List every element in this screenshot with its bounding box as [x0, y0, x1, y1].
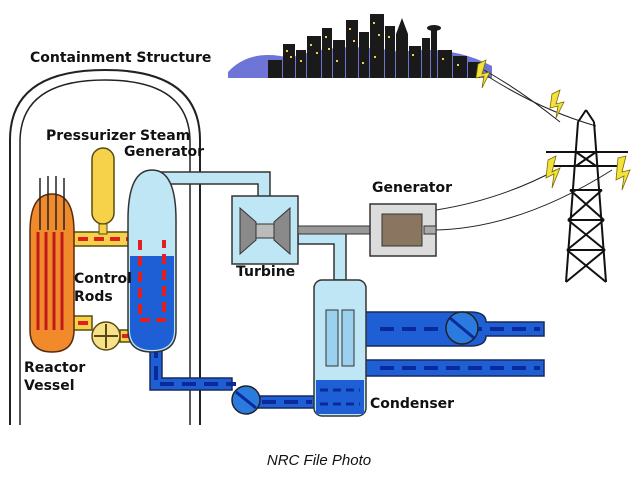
- photo-caption: NRC File Photo: [266, 452, 372, 469]
- reactor-vessel-label: Reactor: [24, 360, 85, 376]
- control-rods-label: Control: [74, 271, 132, 287]
- control-rods-label-2: Rods: [74, 289, 113, 305]
- pressurizer-label: Pressurizer: [46, 128, 136, 144]
- cooling-pump: [445, 311, 479, 345]
- turbine-label: Turbine: [236, 264, 295, 280]
- reactor-vessel-label-2: Vessel: [24, 378, 75, 394]
- condenser-label: Condenser: [370, 396, 454, 412]
- spark-icon: [475, 59, 631, 191]
- generator: [369, 203, 437, 257]
- city-skyline: [228, 14, 492, 78]
- turbine: [231, 195, 299, 265]
- feedwater-pump: [231, 385, 261, 415]
- control-rods: [39, 176, 65, 230]
- pressurizer: [91, 147, 115, 235]
- transmission-lines: [435, 69, 613, 231]
- condenser: [313, 279, 367, 417]
- steam-generator-label-2: Generator: [124, 144, 204, 160]
- containment-structure: [9, 68, 201, 425]
- generator-label: Generator: [372, 180, 452, 196]
- reactor-coolant-pump: [91, 321, 121, 351]
- steam-generator: [127, 169, 177, 353]
- transmission-tower: [546, 109, 628, 283]
- steam-generator-label: Steam: [140, 128, 190, 144]
- containment-label: Containment Structure: [30, 50, 211, 66]
- reactor-vessel: [29, 193, 75, 353]
- turbine-shaft: [297, 225, 371, 235]
